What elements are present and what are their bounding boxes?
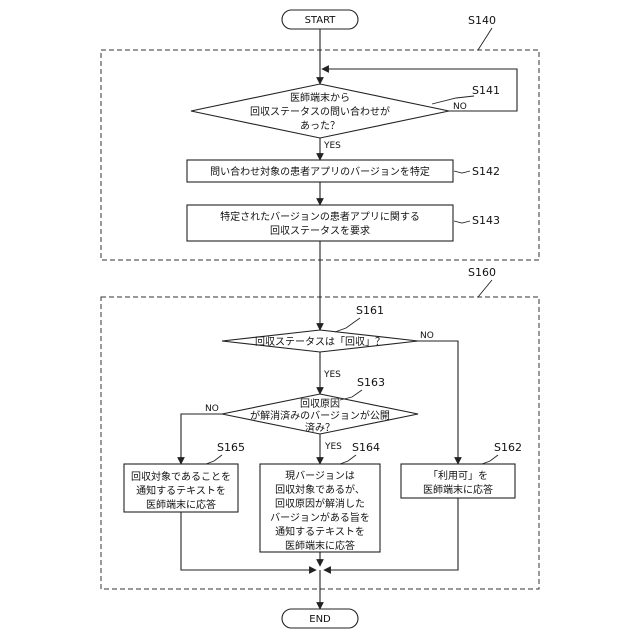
s165-line-2: 通知するテキストを <box>136 484 226 497</box>
s141-line-3: あった？ <box>300 120 340 132</box>
edge-s163-no <box>181 414 222 464</box>
s162-leader <box>482 455 498 464</box>
s143-line-2: 回収ステータスを要求 <box>270 225 370 237</box>
s164-step-label: S164 <box>352 441 380 454</box>
group-s140-label: S140 <box>468 14 496 27</box>
s163-step-label: S163 <box>357 376 385 389</box>
s163-no-label: NO <box>205 404 219 414</box>
s163-line-2: が解消済みのバージョンが公開 <box>250 409 390 422</box>
s164-line-6: 医師端末に応答 <box>285 539 355 552</box>
s161-step-label: S161 <box>356 304 384 317</box>
s143-step-label: S143 <box>472 214 500 227</box>
s164-line-1: 現バージョンは <box>285 470 355 482</box>
s162-step-label: S162 <box>494 441 522 454</box>
s165-line-3: 医師端末に応答 <box>146 498 216 511</box>
s163-line-1: 回収原因 <box>300 398 340 410</box>
s163-line-3: 済み？ <box>305 421 335 434</box>
s161-yes-label: YES <box>323 370 341 380</box>
s165-line-1: 回収対象であることを <box>131 470 231 483</box>
s161-leader <box>335 318 360 332</box>
s142-step-label: S142 <box>472 165 500 178</box>
s141-line-2: 回収ステータスの問い合わせが <box>250 105 390 118</box>
s141-yes-label: YES <box>323 141 341 151</box>
s161-no-label: NO <box>420 331 434 341</box>
s164-leader <box>340 455 356 464</box>
s165-leader <box>206 455 222 464</box>
s142-text: 問い合わせ対象の患者アプリのバージョンを特定 <box>210 165 430 178</box>
s162-line-2: 医師端末に応答 <box>423 483 493 496</box>
group-s160-leader <box>478 280 492 297</box>
edge-s161-no <box>418 341 458 464</box>
s164-line-5: 通知するテキストを <box>275 525 365 538</box>
s163-yes-label: YES <box>324 442 342 452</box>
s141-line-1: 医師端末から <box>290 91 350 104</box>
s141-no-label: NO <box>453 102 467 112</box>
end-label: END <box>309 614 331 625</box>
s142-leader <box>454 171 470 173</box>
s143-line-1: 特定されたバージョンの患者アプリに関する <box>220 210 420 223</box>
s162-line-1: 「利用可」を <box>428 470 488 482</box>
group-s160-label: S160 <box>468 266 496 279</box>
s164-line-4: バージョンがある旨を <box>270 511 370 524</box>
s141-step-label: S141 <box>472 84 500 97</box>
s143-leader <box>454 221 470 223</box>
s164-line-2: 回収対象であるが、 <box>275 483 365 496</box>
s164-line-3: 回収原因が解消した <box>275 497 365 510</box>
start-label: START <box>305 15 337 26</box>
s165-step-label: S165 <box>217 441 245 454</box>
s161-text: 回収ステータスは「回収」？ <box>255 336 385 348</box>
group-s140-leader <box>478 28 492 50</box>
